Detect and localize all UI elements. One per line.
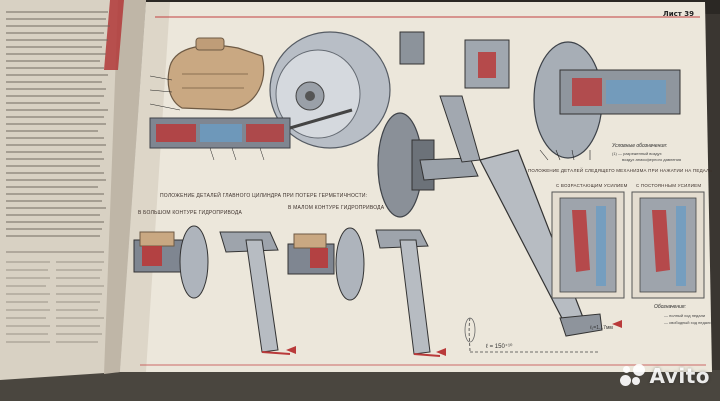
dimension-label-free: ℓ₁=1...7мм [590,325,613,331]
watermark-text: Avito [649,364,710,388]
pedal-arrows [286,320,622,356]
avito-logo-icon [619,363,646,389]
follower-panel-increasing [551,191,625,299]
master-cylinder-illustration [149,31,391,161]
avito-watermark: Avito [619,363,710,389]
circuit-diagram-large [133,225,291,355]
caption-master-cylinder: Положение деталей главного цилиндра при … [160,193,368,199]
sheet-label: Лист 39 [662,10,694,18]
caption-large-circuit: в большом контуре гидропривода [138,210,243,216]
legend-line-2: воздух атмосферного давления [622,157,682,162]
notation-full-travel: — полный ход педали [664,313,706,318]
notation-free-travel: — свободный ход педали [664,320,712,325]
caption-small-circuit: в малом контуре гидропривода [288,205,385,211]
notation-title: Обозначения: [654,304,686,310]
booster-section-illustration [399,31,681,161]
legend-title: Условные обозначения: [612,143,668,149]
caption-constant: с постоянным усилием [636,183,702,188]
dimension-label: ℓ = 150⁺¹⁰ [486,344,513,350]
left-page [0,0,146,380]
follower-panel-constant [631,191,705,299]
legend-line-1: (1) — разреженный воздух [612,151,662,156]
caption-follower: Положение деталей следящего механизма пр… [528,168,713,173]
circuit-diagram-small [287,227,441,357]
caption-increasing: с возрастающим усилием [556,183,628,188]
